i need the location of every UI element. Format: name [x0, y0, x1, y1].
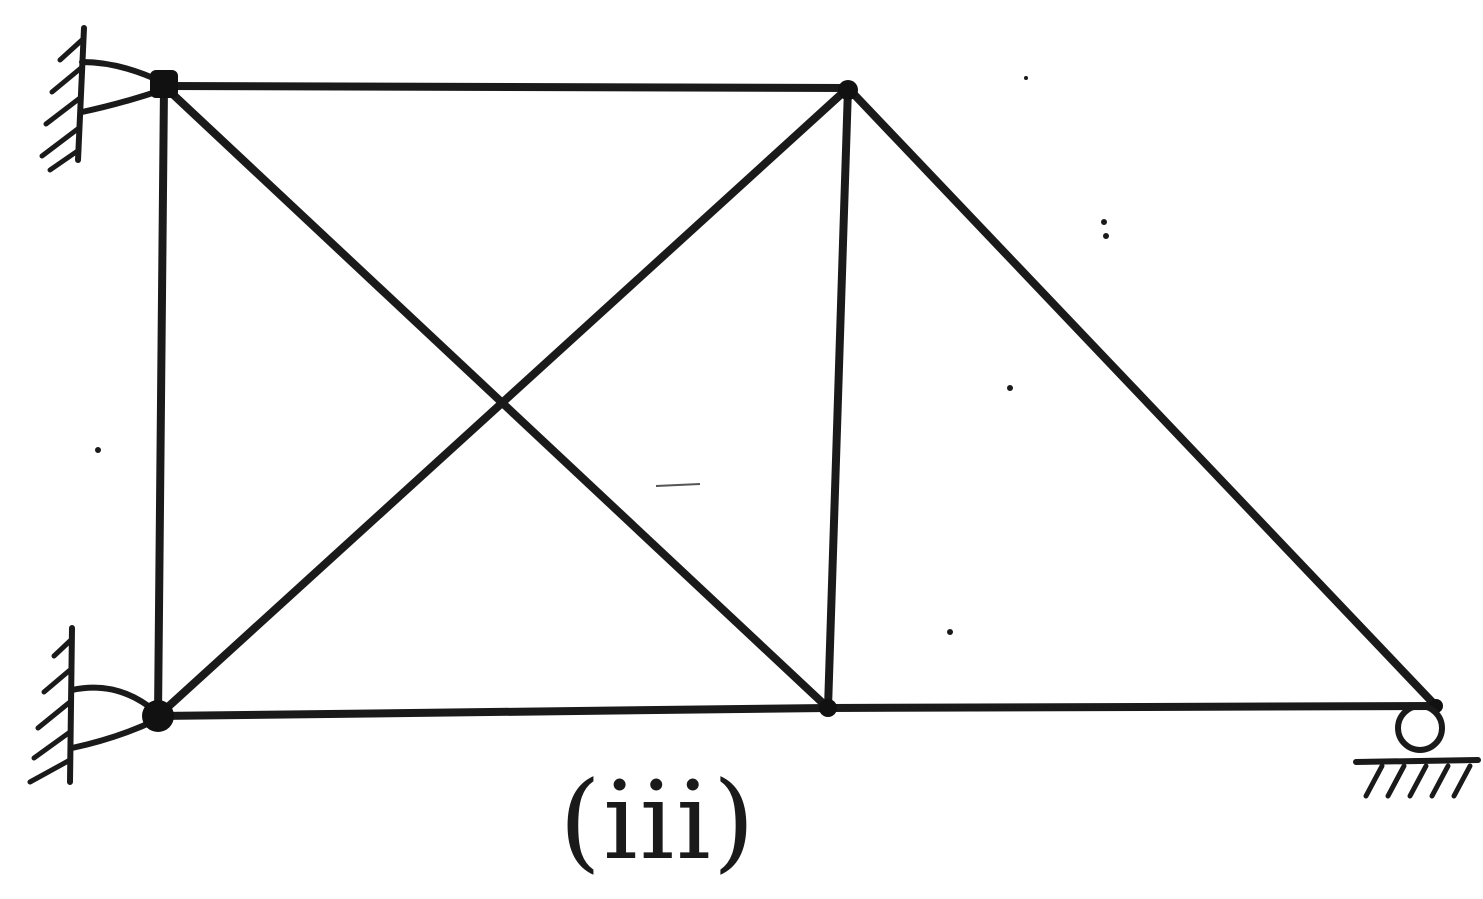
- truss-members: [154, 82, 1440, 720]
- roller-support: [1353, 703, 1481, 799]
- roller-wheel: [1395, 703, 1445, 753]
- member-diagonal-bottom-left-to-top-middle: [154, 84, 852, 720]
- member-top-chord: [160, 82, 852, 92]
- wall-support-top: [39, 25, 165, 173]
- joint-bottom-left: [142, 700, 174, 732]
- member-bottom-chord-left: [154, 704, 832, 720]
- member-middle-vertical: [824, 84, 852, 712]
- figure-label: (iii): [559, 759, 757, 884]
- joint-top-left: [150, 70, 178, 98]
- scan-specks: [95, 76, 1109, 635]
- member-right-diagonal: [844, 84, 1440, 710]
- member-diagonal-top-left-to-bottom-middle: [160, 82, 832, 712]
- wall-support-bottom: [27, 625, 159, 785]
- joint-top-middle: [838, 80, 858, 100]
- truss-joints: [142, 70, 1443, 732]
- joint-bottom-middle: [819, 699, 837, 717]
- member-left-vertical: [154, 82, 168, 720]
- member-bottom-chord-right: [824, 702, 1440, 712]
